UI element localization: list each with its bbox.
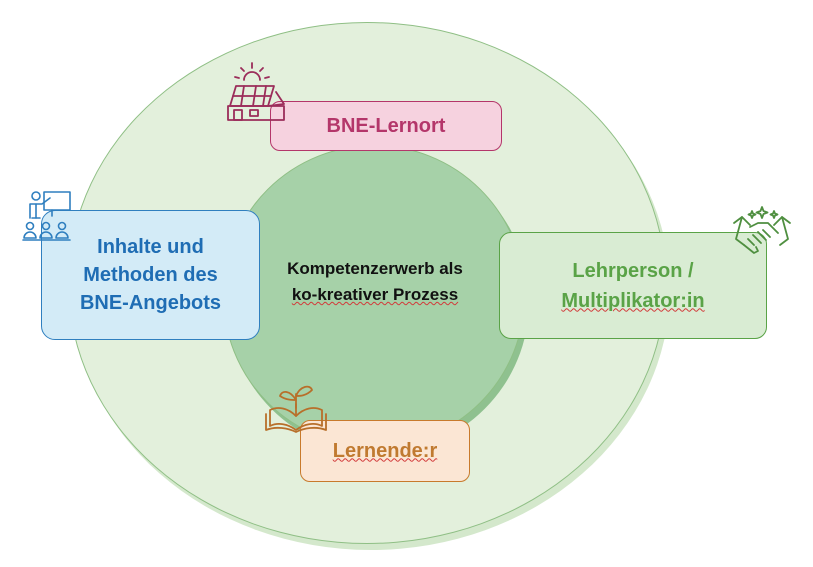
center-label: Kompetenzerwerb als ko-kreativer Prozess	[235, 256, 515, 308]
lehrperson-box: Lehrperson / Multiplikator:in	[499, 232, 767, 339]
inhalte-label-line2: Methoden des	[83, 264, 218, 286]
center-label-line2: ko-kreativer Prozess	[291, 285, 459, 304]
lehrperson-label-line1: Lehrperson /	[572, 259, 694, 282]
lernende-box: Lernende:r	[300, 420, 470, 482]
inhalte-label-line1: Inhalte und	[97, 236, 204, 258]
lernende-label: Lernende:r	[332, 439, 438, 462]
lernort-box: BNE-Lernort	[270, 101, 502, 151]
solar-house-icon	[227, 62, 285, 121]
teacher-presentation-icon	[22, 191, 71, 241]
inhalte-label-line3: BNE-Angebots	[79, 292, 222, 314]
handshake-icon	[733, 206, 791, 254]
inner-circle	[223, 145, 525, 447]
book-sprout-icon	[265, 385, 327, 433]
lernort-label: BNE-Lernort	[326, 114, 446, 137]
lehrperson-label-line2: Multiplikator:in	[561, 289, 705, 312]
inhalte-box: Inhalte und Methoden des BNE-Angebots	[41, 210, 260, 340]
center-label-line1: Kompetenzerwerb als	[287, 259, 463, 278]
